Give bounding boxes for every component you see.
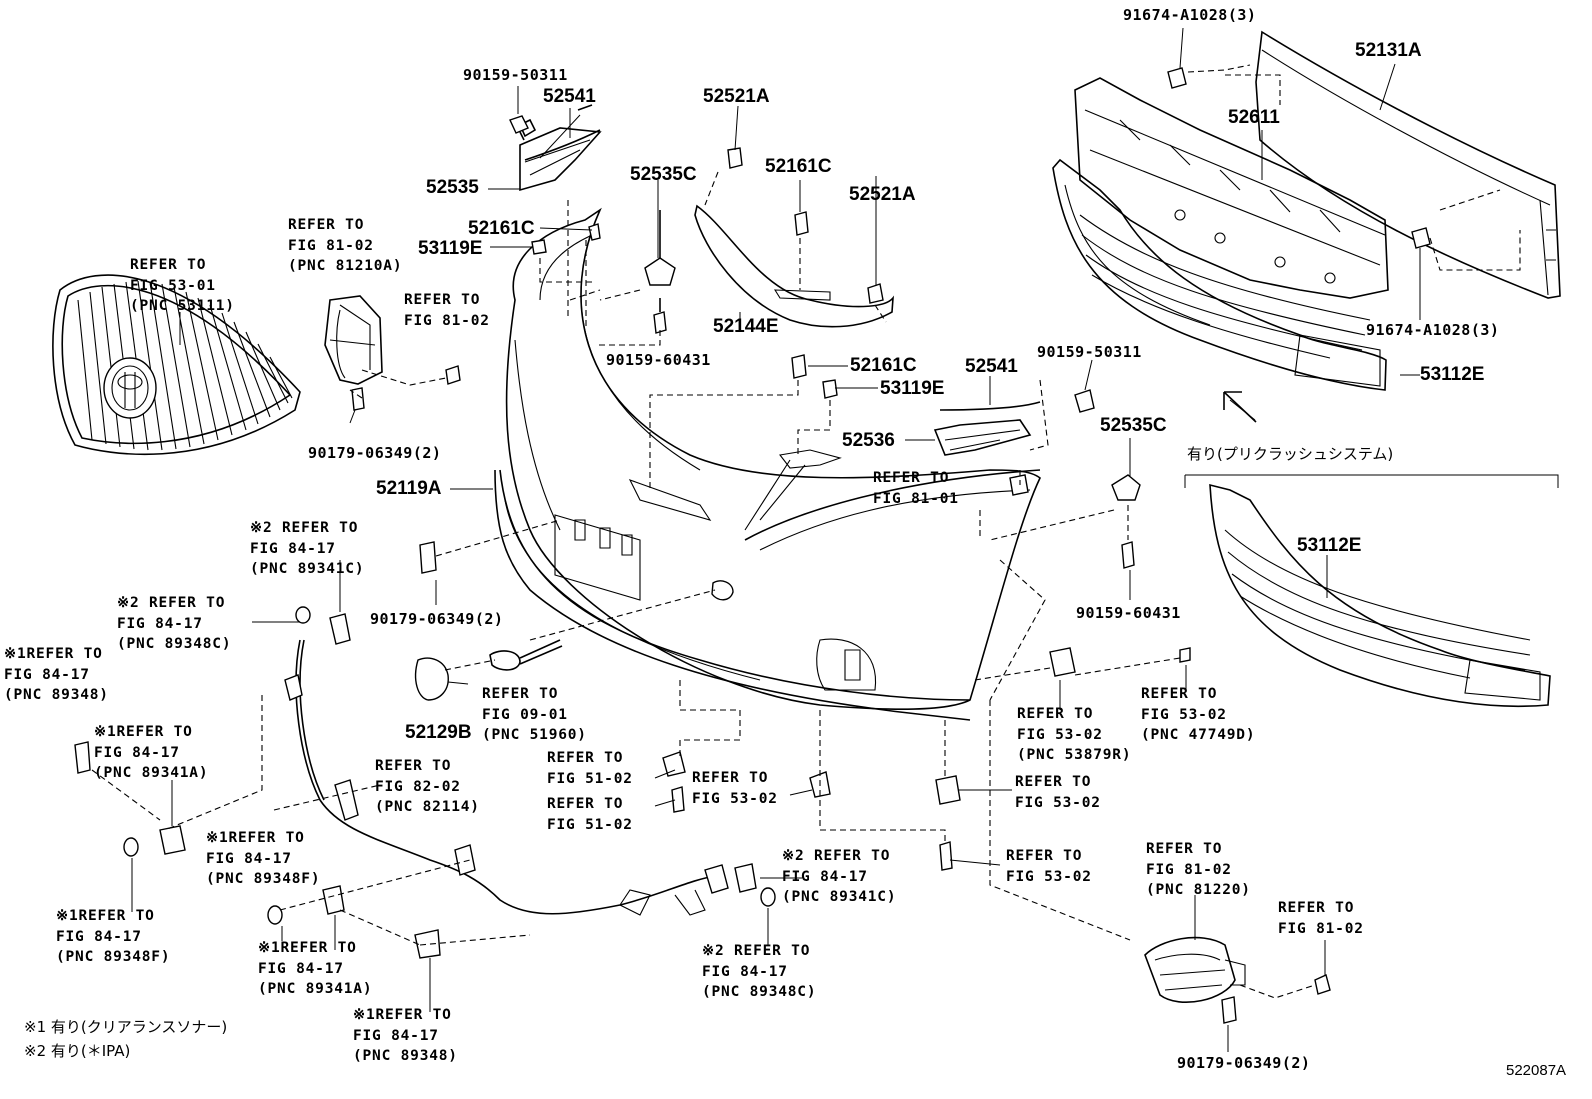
ref-81210A: REFER TO FIG 81-02 (PNC 81210A) xyxy=(288,217,403,274)
ref-89348F-mid: ※1REFER TO FIG 84-17 (PNC 89348F) xyxy=(206,830,321,887)
ref-fig-51-02-upper: REFER TO FIG 51-02 xyxy=(547,750,633,787)
ref-fig-81-02-lower: REFER TO FIG 81-02 xyxy=(1278,900,1364,937)
ref-82114: REFER TO FIG 82-02 (PNC 82114) xyxy=(375,758,480,815)
footnote-ipa: ※2 有り(＊IPA) xyxy=(24,1042,131,1060)
dashed-leader-lines xyxy=(91,64,1521,999)
ref-fig-81-01: REFER TO FIG 81-01 xyxy=(873,470,959,507)
label-52119A: 52119A xyxy=(376,478,442,499)
lamp-bracket-81210A-drawing xyxy=(324,295,383,385)
label-52535: 52535 xyxy=(426,177,479,198)
label-53119E-right: 53119E xyxy=(880,378,945,399)
label-52161C-left: 52161C xyxy=(468,218,535,239)
label-52129B: 52129B xyxy=(405,722,472,743)
label-90179-06349-lower: 90179-06349(2) xyxy=(1177,1054,1311,1072)
label-52161C-bottom: 52161C xyxy=(850,355,917,376)
bracket-52535-drawing xyxy=(518,104,602,192)
clips-and-bolts-drawing xyxy=(351,67,1431,1024)
precrash-arrow xyxy=(1223,391,1257,423)
label-52521A-right: 52521A xyxy=(849,184,916,205)
sonar-wiring-harness-drawing xyxy=(284,639,729,916)
label-52161C-mid: 52161C xyxy=(765,156,832,177)
ref-89348-upper: ※1REFER TO FIG 84-17 (PNC 89348) xyxy=(4,646,109,703)
bolt-90159-50311-top xyxy=(509,86,529,141)
ref-fig-81-02-upper: REFER TO FIG 81-02 xyxy=(404,292,490,329)
label-90159-60431-left: 90159-60431 xyxy=(606,351,711,369)
label-91674-A1028-bottom: 91674-A1028(3) xyxy=(1366,321,1500,339)
label-52535C-right: 52535C xyxy=(1100,415,1167,436)
label-52144E: 52144E xyxy=(713,316,779,337)
label-90179-06349-upper: 90179-06349(2) xyxy=(308,444,442,462)
label-53119E-left: 53119E xyxy=(418,238,483,259)
lower-grille-53112E-top-drawing xyxy=(1052,158,1387,391)
lower-grille-53112E-bottom-drawing xyxy=(1184,474,1559,707)
label-52611: 52611 xyxy=(1228,107,1280,128)
fog-lamp-81220-drawing xyxy=(1144,936,1246,1003)
label-52541-top: 52541 xyxy=(543,86,596,107)
footnote-clearance-sonar: ※1 有り(クリアランスソナー) xyxy=(24,1018,228,1036)
label-90159-50311-top: 90159-50311 xyxy=(463,66,568,84)
ref-81220: REFER TO FIG 81-02 (PNC 81220) xyxy=(1146,841,1251,898)
label-52541-right: 52541 xyxy=(965,356,1018,377)
reinforcement-52131A-drawing xyxy=(1255,30,1561,299)
ref-89348F-lower: ※1REFER TO FIG 84-17 (PNC 89348F) xyxy=(56,908,171,965)
label-91674-A1028-top: 91674-A1028(3) xyxy=(1123,6,1257,24)
ref-89348-lower: ※1REFER TO FIG 84-17 (PNC 89348) xyxy=(353,1007,458,1064)
bumper-cover-52119A-drawing xyxy=(494,207,1041,721)
ref-fig-53-02-right: REFER TO FIG 53-02 xyxy=(1015,774,1101,811)
ref-89341C-upper: ※2 REFER TO FIG 84-17 (PNC 89341C) xyxy=(250,520,365,577)
label-90159-60431-right: 90159-60431 xyxy=(1076,604,1181,622)
label-53112E-bottom: 53112E xyxy=(1297,535,1362,556)
ref-89341C-lower: ※2 REFER TO FIG 84-17 (PNC 89341C) xyxy=(782,848,897,905)
ref-grille-53111: REFER TO FIG 53-01 (PNC 53111) xyxy=(130,257,235,314)
label-52521A-top: 52521A xyxy=(703,86,770,107)
label-90159-50311-right: 90159-50311 xyxy=(1037,343,1142,361)
note-precrash-system: 有り(プリクラッシュシステム) xyxy=(1187,445,1394,463)
ref-fig-53-02-lower: REFER TO FIG 53-02 xyxy=(1006,848,1092,885)
label-53112E-top: 53112E xyxy=(1420,364,1485,385)
ref-fig-51-02-lower: REFER TO FIG 51-02 xyxy=(547,796,633,833)
ref-fig-53-02-center: REFER TO FIG 53-02 xyxy=(692,770,778,807)
absorber-52611-drawing xyxy=(1074,77,1389,299)
ref-89348C-upper: ※2 REFER TO FIG 84-17 (PNC 89348C) xyxy=(117,595,232,652)
diagram-id: 522087A xyxy=(1506,1062,1567,1079)
radiator-grille-drawing xyxy=(52,274,301,456)
label-52131A: 52131A xyxy=(1355,40,1422,61)
molding-52144E-drawing xyxy=(694,204,894,328)
ref-47749D: REFER TO FIG 53-02 (PNC 47749D) xyxy=(1141,686,1256,743)
sensor-parts-drawing xyxy=(74,606,776,959)
ref-51960: REFER TO FIG 09-01 (PNC 51960) xyxy=(482,686,587,743)
ref-89348C-lower: ※2 REFER TO FIG 84-17 (PNC 89348C) xyxy=(702,943,817,1000)
label-52535C-left: 52535C xyxy=(630,164,697,185)
ref-89341A-upper: ※1REFER TO FIG 84-17 (PNC 89341A) xyxy=(94,724,209,781)
ref-53879R: REFER TO FIG 53-02 (PNC 53879R) xyxy=(1017,706,1132,763)
solid-leader-lines xyxy=(131,27,1421,1052)
ref-89341A-lower: ※1REFER TO FIG 84-17 (PNC 89341A) xyxy=(258,940,373,997)
label-90179-06349-mid: 90179-06349(2) xyxy=(370,610,504,628)
label-52536: 52536 xyxy=(842,430,895,451)
